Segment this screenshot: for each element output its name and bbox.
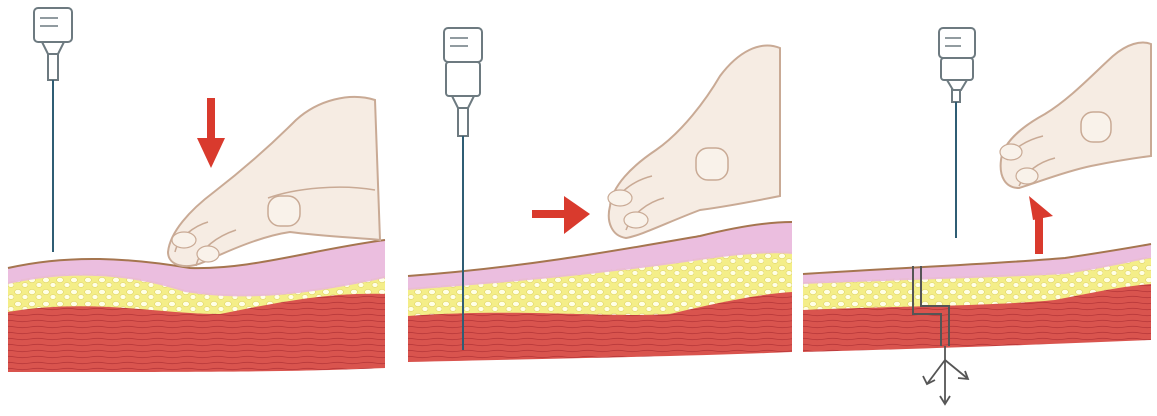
syringe-icon (939, 28, 975, 238)
dispersion-arrows-icon (923, 346, 968, 404)
tissue-layers (803, 244, 1151, 352)
panel-release (795, 0, 1157, 416)
hand-icon (1000, 43, 1151, 189)
hand-icon (168, 97, 380, 266)
arrow-up-icon (1029, 196, 1053, 254)
arrow-down-icon (197, 98, 225, 168)
tissue-layers (408, 222, 792, 362)
panel-press-down (0, 0, 400, 416)
panel-slide-skin (400, 0, 800, 416)
arrow-right-icon (532, 196, 590, 234)
hand-icon (608, 46, 780, 238)
syringe-icon (34, 8, 72, 252)
